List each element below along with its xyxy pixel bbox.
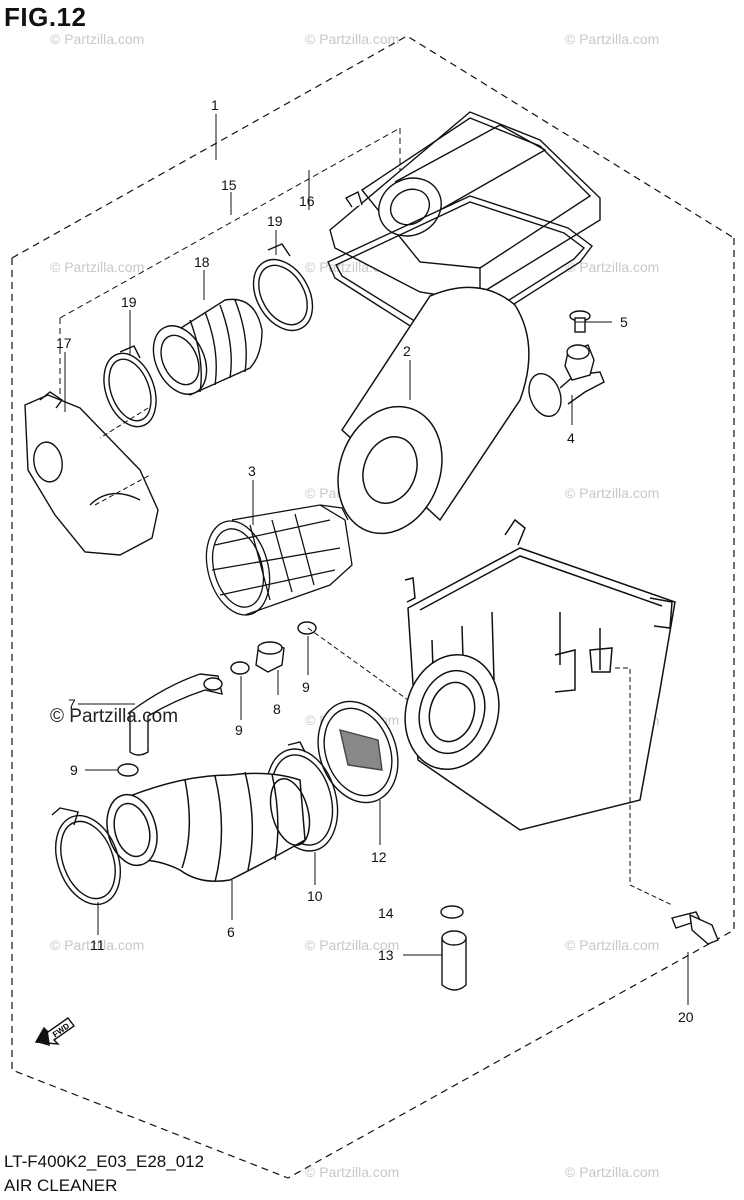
boot-clamp bbox=[252, 243, 314, 332]
callout-label: 17 bbox=[56, 335, 72, 351]
intake-boot bbox=[152, 298, 263, 396]
air-cleaner-cap bbox=[329, 111, 601, 301]
callout-label: 14 bbox=[378, 905, 394, 921]
inlet-clamp bbox=[51, 807, 121, 906]
watermark: © Partzilla.com bbox=[565, 937, 659, 953]
callout-label: 19 bbox=[121, 294, 137, 310]
callout-label: 18 bbox=[194, 254, 210, 270]
callout-label: 10 bbox=[307, 888, 323, 904]
callout-label: 1 bbox=[211, 97, 219, 113]
section-name: AIR CLEANER bbox=[4, 1176, 118, 1195]
callout-label: 12 bbox=[371, 849, 387, 865]
watermark: © Partzilla.com bbox=[50, 259, 144, 275]
callout-label: 9 bbox=[302, 679, 310, 695]
watermark: © Partzilla.com bbox=[565, 259, 659, 275]
boot-clamp bbox=[103, 345, 157, 428]
screw bbox=[569, 310, 591, 333]
callout-label: 7 bbox=[68, 696, 76, 712]
drain-tube bbox=[441, 930, 467, 991]
fwd-arrow-icon: FWD bbox=[34, 1017, 75, 1046]
watermark: © Partzilla.com bbox=[305, 1164, 399, 1180]
callout-label: 13 bbox=[378, 947, 394, 963]
watermark: © Partzilla.com bbox=[50, 937, 144, 953]
clamp-bracket bbox=[528, 344, 605, 418]
callout-label: 2 bbox=[403, 343, 411, 359]
intake-duct bbox=[24, 391, 159, 556]
figure-title: FIG.12 bbox=[4, 2, 87, 32]
drain-hose bbox=[129, 673, 223, 756]
model-code: LT-F400K2_E03_E28_012 bbox=[4, 1152, 205, 1171]
prominent-watermark: © Partzilla.com bbox=[50, 706, 179, 727]
watermark: © Partzilla.com bbox=[305, 937, 399, 953]
callout-label: 6 bbox=[227, 924, 235, 940]
drain-fitting bbox=[255, 641, 285, 673]
air-filter-element bbox=[337, 286, 530, 535]
air-cleaner-case bbox=[404, 518, 676, 831]
callout-label: 11 bbox=[90, 937, 105, 953]
callout-label: 3 bbox=[248, 463, 256, 479]
watermark: © Partzilla.com bbox=[50, 31, 144, 47]
cap-gasket bbox=[327, 195, 593, 346]
watermark: © Partzilla.com bbox=[305, 31, 399, 47]
mounting-bolt bbox=[671, 911, 719, 945]
filter-holder-cage bbox=[205, 504, 353, 616]
leader-lines bbox=[64, 114, 689, 1005]
callout-label: 15 bbox=[221, 177, 237, 193]
watermark: © Partzilla.com bbox=[565, 31, 659, 47]
callout-label: 19 bbox=[267, 213, 283, 229]
watermark: © Partzilla.com bbox=[565, 485, 659, 501]
callout-label: 9 bbox=[235, 722, 243, 738]
assembly-boundary bbox=[11, 35, 735, 1179]
callout-label: 16 bbox=[299, 193, 315, 209]
callout-label: 8 bbox=[273, 701, 281, 717]
watermark: © Partzilla.com bbox=[565, 1164, 659, 1180]
callout-label: 20 bbox=[678, 1009, 694, 1025]
callout-labels: 1 2 3 4 5 6 7 8 9 9 9 10 11 12 13 14 15 … bbox=[56, 97, 694, 1025]
outlet-hose bbox=[106, 771, 311, 883]
callout-label: 5 bbox=[620, 314, 628, 330]
callout-label: 9 bbox=[70, 762, 78, 778]
air-screen bbox=[317, 700, 399, 804]
callout-label: 4 bbox=[567, 430, 575, 446]
